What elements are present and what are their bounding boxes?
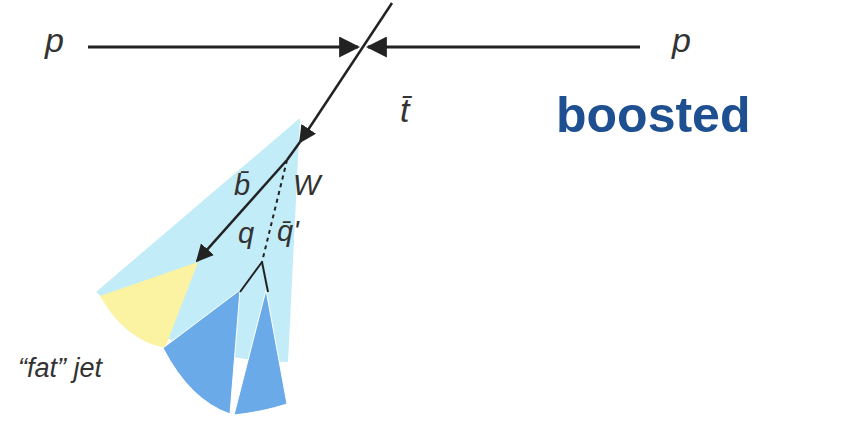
particle-label: t̄ <box>400 92 409 129</box>
top-quark-line <box>287 142 300 160</box>
particle-label: q <box>238 218 254 250</box>
particle-label: W <box>293 170 320 202</box>
proton-beam <box>368 46 640 49</box>
b-quark-line <box>197 160 287 261</box>
jet-label: “fat” jet <box>18 354 102 384</box>
proton-label: p <box>672 22 691 59</box>
q-line <box>262 262 268 292</box>
proton-beam <box>88 46 358 49</box>
particle-label: q̄' <box>277 216 299 248</box>
q-jet-cone <box>163 290 240 414</box>
proton-label: p <box>45 22 64 59</box>
regime-title: boosted <box>556 88 750 143</box>
particle-label: b̄ <box>234 170 250 202</box>
top-quark-line <box>300 3 392 142</box>
q-jet-cone <box>234 290 287 415</box>
q-line <box>240 262 262 292</box>
